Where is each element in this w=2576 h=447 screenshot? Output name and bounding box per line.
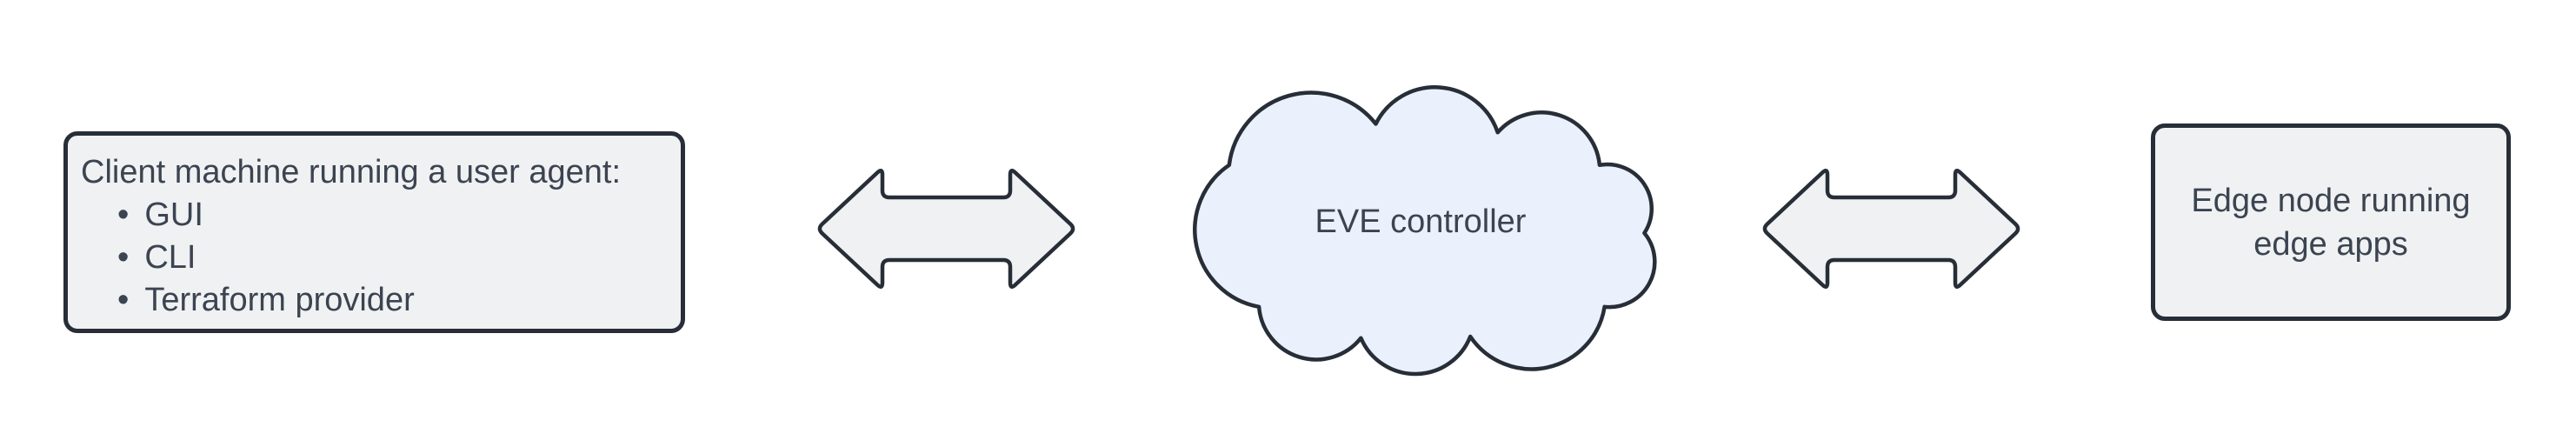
list-item: • CLI [117, 237, 674, 279]
list-item: • GUI [117, 194, 674, 237]
bullet-glyph: • [117, 239, 130, 276]
cloud-shape-icon [1193, 85, 1657, 377]
edge-node: Edge node running edge apps [2151, 123, 2511, 321]
bidirectional-arrow-icon [1762, 169, 2020, 289]
bidirectional-arrow-icon [817, 169, 1075, 289]
eve-controller-label: EVE controller [1315, 203, 1527, 240]
client-machine-node: Client machine running a user agent: • G… [63, 131, 685, 333]
list-item-label: Terraform provider [144, 282, 415, 318]
list-item-label: CLI [144, 239, 196, 276]
client-node-title: Client machine running a user agent: [81, 154, 622, 190]
user-agent-list: • GUI • CLI • Terraform provider [81, 194, 674, 322]
eve-controller-node: EVE controller [1172, 80, 1669, 364]
list-item-label: GUI [144, 197, 203, 233]
double-headed-arrow-shape [1762, 169, 2020, 289]
bullet-glyph: • [117, 282, 130, 318]
bullet-glyph: • [117, 197, 130, 233]
double-headed-arrow-shape [817, 169, 1075, 289]
eve-controller-cloud-shape [1193, 85, 1657, 377]
edge-node-label: Edge node running edge apps [2191, 182, 2471, 263]
list-item: • Terraform provider [117, 279, 674, 322]
